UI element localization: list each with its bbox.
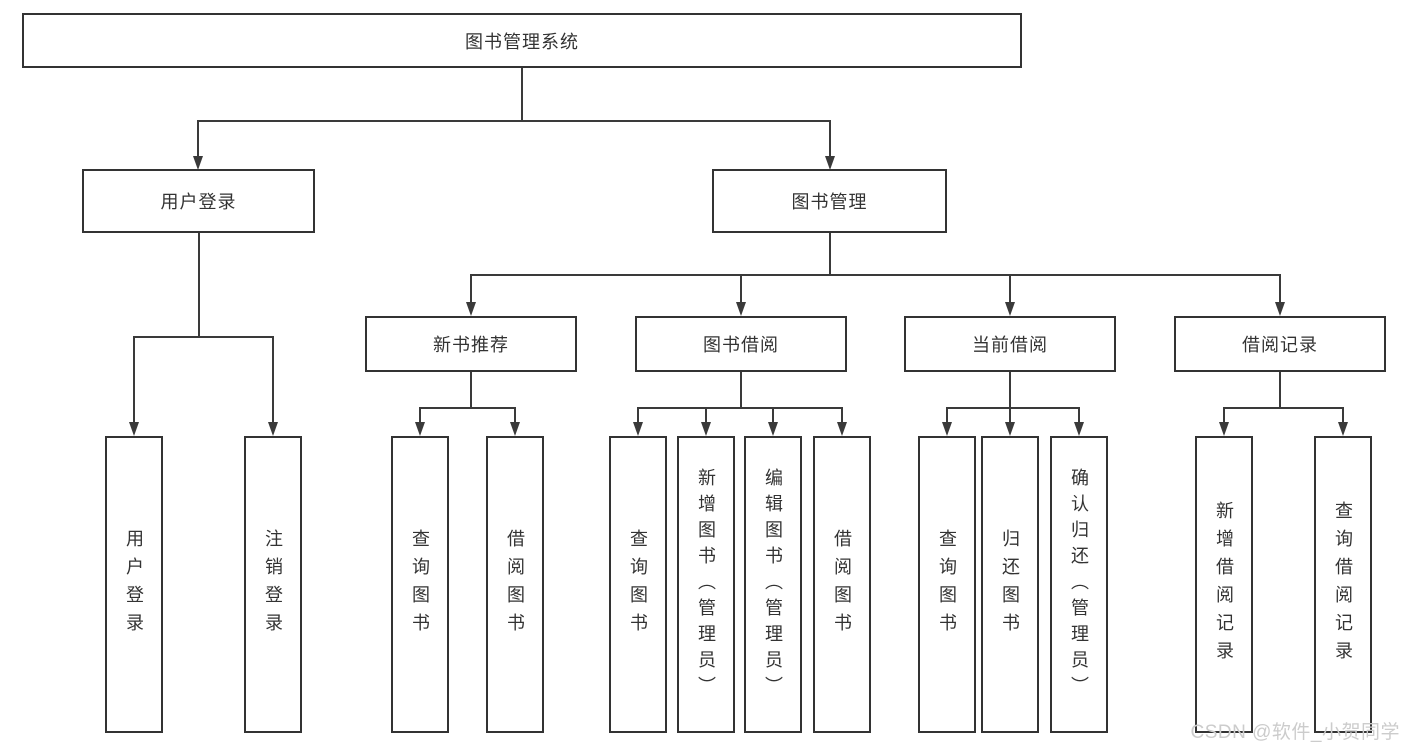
node-borrowing-records: 借阅记录 — [1174, 316, 1386, 372]
leaf-borrowing-edit-books-admin: 编辑图书（管理员） — [744, 436, 802, 733]
leaf-user-login: 用户登录 — [105, 436, 163, 733]
csdn-watermark: CSDN @软件_小贺同学 — [1190, 722, 1400, 743]
node-user-login-branch-label: 用户登录 — [160, 192, 237, 212]
leaf-current-query-books: 查询图书 — [918, 436, 976, 733]
node-book-management: 图书管理 — [712, 169, 947, 233]
leaf-borrowing-add-books-admin-label: 新增图书（管理员） — [696, 467, 716, 702]
node-new-book-recommend: 新书推荐 — [365, 316, 577, 372]
node-new-book-recommend-label: 新书推荐 — [433, 335, 509, 355]
leaf-newrec-borrow-books-label: 借阅图书 — [505, 528, 525, 641]
leaf-borrowing-query-books: 查询图书 — [609, 436, 667, 733]
node-borrowing-records-label: 借阅记录 — [1242, 335, 1318, 355]
leaf-records-query-record: 查询借阅记录 — [1314, 436, 1372, 733]
leaf-borrowing-borrow-books-label: 借阅图书 — [832, 528, 852, 641]
arrowheads — [129, 156, 1348, 436]
node-root-system: 图书管理系统 — [22, 13, 1022, 68]
node-book-management-label: 图书管理 — [791, 192, 868, 212]
leaf-newrec-borrow-books: 借阅图书 — [486, 436, 544, 733]
leaf-newrec-query-books-label: 查询图书 — [410, 528, 430, 641]
leaf-logout: 注销登录 — [244, 436, 302, 733]
node-current-borrowing: 当前借阅 — [904, 316, 1116, 372]
leaf-borrowing-borrow-books: 借阅图书 — [813, 436, 871, 733]
leaf-current-query-books-label: 查询图书 — [937, 528, 957, 641]
leaf-borrowing-query-books-label: 查询图书 — [628, 528, 648, 641]
node-root-system-label: 图书管理系统 — [465, 31, 579, 52]
leaf-current-return-books: 归还图书 — [981, 436, 1039, 733]
leaf-borrowing-edit-books-admin-label: 编辑图书（管理员） — [763, 467, 783, 702]
node-book-borrowing: 图书借阅 — [635, 316, 847, 372]
node-user-login-branch: 用户登录 — [82, 169, 315, 233]
leaf-logout-label: 注销登录 — [263, 528, 283, 641]
leaf-records-add-record: 新增借阅记录 — [1195, 436, 1253, 733]
leaf-borrowing-add-books-admin: 新增图书（管理员） — [677, 436, 735, 733]
leaf-current-return-books-label: 归还图书 — [1000, 528, 1020, 641]
leaf-current-confirm-return-admin-label: 确认归还（管理员） — [1069, 467, 1089, 702]
leaf-newrec-query-books: 查询图书 — [391, 436, 449, 733]
leaf-user-login-label: 用户登录 — [124, 528, 144, 641]
node-book-borrowing-label: 图书借阅 — [703, 335, 779, 355]
leaf-current-confirm-return-admin: 确认归还（管理员） — [1050, 436, 1108, 733]
leaf-records-add-record-label: 新增借阅记录 — [1214, 500, 1234, 669]
leaf-records-query-record-label: 查询借阅记录 — [1333, 500, 1353, 669]
node-current-borrowing-label: 当前借阅 — [972, 335, 1048, 355]
